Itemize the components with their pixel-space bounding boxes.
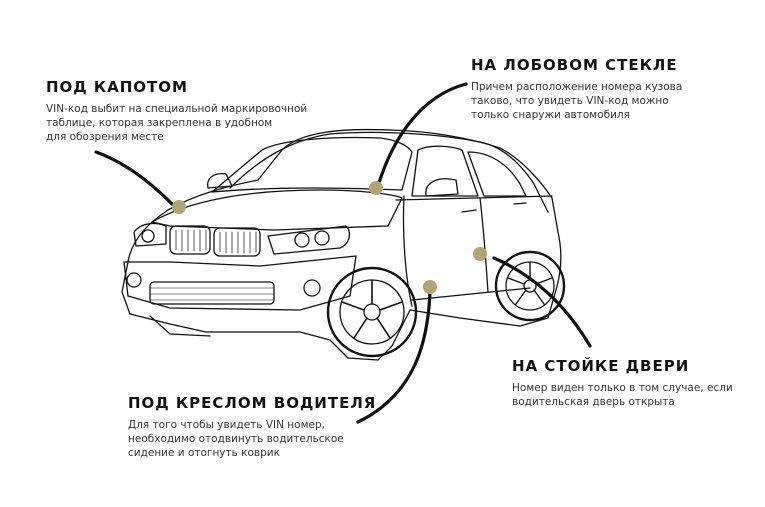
car-front-door-line [402, 195, 413, 307]
door-description: Номер виден только в том случае, если во… [512, 381, 733, 409]
car-rear-door-handle [513, 202, 527, 205]
door-callout: НА СТОЙКЕ ДВЕРИ Номер виден только в том… [512, 357, 733, 409]
car-grille-left [169, 225, 211, 255]
car-right-mirror [425, 178, 459, 197]
hood-line-2: таблице, которая закреплена в удобном [46, 117, 273, 129]
car-front-bumper [123, 255, 357, 311]
door-line-2: водительская дверь открыта [512, 396, 675, 408]
car-front-wheel-tire [326, 266, 418, 358]
car-windshield [211, 136, 413, 193]
windshield-callout: НА ЛОБОВОМ СТЕКЛЕ Причем расположение но… [471, 56, 682, 122]
windshield-marker [369, 181, 383, 195]
door-line-1: Номер виден только в том случае, если [512, 382, 733, 394]
car-rear-wheel-tire [494, 250, 566, 322]
hood-pointer-line [94, 150, 174, 206]
car-front-lower-skirt [149, 315, 211, 337]
door-marker [473, 247, 487, 261]
windshield-pointer-line [376, 82, 468, 188]
car-left-fog-light [126, 272, 142, 288]
car-hood [151, 189, 403, 231]
door-title: НА СТОЙКЕ ДВЕРИ [512, 357, 690, 375]
windshield-title: НА ЛОБОВОМ СТЕКЛЕ [471, 56, 678, 74]
seat-callout: ПОД КРЕСЛОМ ВОДИТЕЛЯ Для того чтобы увид… [128, 394, 376, 460]
seat-marker [423, 280, 437, 294]
car-right-headlight [267, 225, 351, 255]
car-lower-grille [149, 281, 275, 305]
windshield-line-2: таково, что увидеть VIN-код можно [471, 95, 669, 107]
hood-line-1: VIN-код выбит на специальной маркировочн… [46, 103, 308, 115]
seat-description: Для того чтобы увидеть VIN номер, необхо… [128, 418, 376, 460]
car-sill-line [411, 287, 531, 301]
hood-description: VIN-код выбит на специальной маркировочн… [46, 102, 307, 144]
door-pointer-line [492, 256, 592, 348]
hood-callout: ПОД КАПОТОМ VIN-код выбит на специальной… [46, 78, 307, 144]
car-left-headlight [133, 222, 167, 247]
car-body-outline [121, 128, 562, 361]
seat-line-3: сидение и отогнуть коврик [128, 447, 280, 459]
car-rear-side-window [467, 151, 527, 197]
car-front-side-window [411, 145, 479, 197]
seat-title: ПОД КРЕСЛОМ ВОДИТЕЛЯ [128, 394, 377, 412]
car-front-door-handle [461, 209, 477, 213]
windshield-description: Причем расположение номера кузова таково… [471, 80, 682, 122]
hood-marker [172, 200, 186, 214]
seat-line-2: необходимо отодвинуть водительское [128, 433, 344, 445]
car-belt-line [395, 195, 553, 201]
windshield-line-3: только снаружи автомобиля [471, 109, 630, 121]
car-rear-door-line [479, 197, 489, 293]
car-left-mirror [207, 172, 233, 189]
seat-pointer-line [356, 290, 432, 424]
hood-line-3: для обозрения месте [46, 131, 164, 143]
seat-line-1: Для того чтобы увидеть VIN номер, [128, 419, 325, 431]
car-right-fog-light [303, 279, 321, 297]
hood-title: ПОД КАПОТОМ [46, 78, 188, 96]
windshield-line-1: Причем расположение номера кузова [471, 81, 683, 93]
car-grille-right [213, 227, 261, 257]
